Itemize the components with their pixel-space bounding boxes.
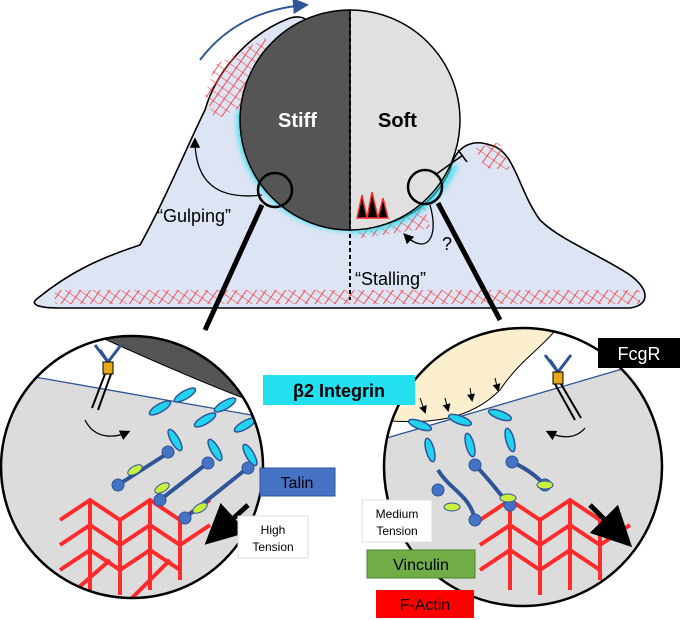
soft-label: Soft <box>378 110 417 132</box>
legend-talin: Talin <box>259 467 336 497</box>
gulping-label: “Gulping” <box>157 206 231 226</box>
high-tension-line1: High <box>261 523 286 537</box>
actin-patch-right <box>475 142 510 170</box>
zoom-circle-right <box>406 168 444 206</box>
zoom-circle-left <box>256 171 294 209</box>
stalling-arrow <box>403 204 434 245</box>
legend-vinculin-label: Vinculin <box>393 557 449 574</box>
legend-factin-label: F-Actin <box>400 597 451 614</box>
medium-tension-line1: Medium <box>376 507 419 521</box>
flow-arrow-top <box>199 0 309 61</box>
legend-integrin-label: β2 Integrin <box>293 381 385 401</box>
high-tension-label: High Tension <box>237 515 309 559</box>
high-tension-line2: Tension <box>252 540 293 554</box>
legend-fcgr-label: FcgR <box>617 344 660 364</box>
legend-fcgr: FcgR <box>598 338 680 368</box>
medium-tension-label: Medium Tension <box>361 499 433 543</box>
legend-factin: F-Actin <box>376 590 474 618</box>
actin-patch-top-left <box>205 38 275 120</box>
cortical-actin <box>55 290 640 304</box>
legend-integrin: β2 Integrin <box>263 375 415 405</box>
gulping-arrow <box>189 137 263 197</box>
legend-talin-label: Talin <box>281 475 314 492</box>
left-zoom-panel <box>0 334 265 600</box>
particle-soft-half <box>349 9 461 231</box>
right-zoom-panel <box>382 326 664 608</box>
medium-tension-line2: Tension <box>376 524 417 538</box>
stalling-label: “Stalling” <box>355 269 426 289</box>
legend-vinculin: Vinculin <box>366 549 476 579</box>
question-mark: ? <box>442 234 452 254</box>
actin-spikes <box>356 191 389 219</box>
stiff-label: Stiff <box>278 110 317 132</box>
